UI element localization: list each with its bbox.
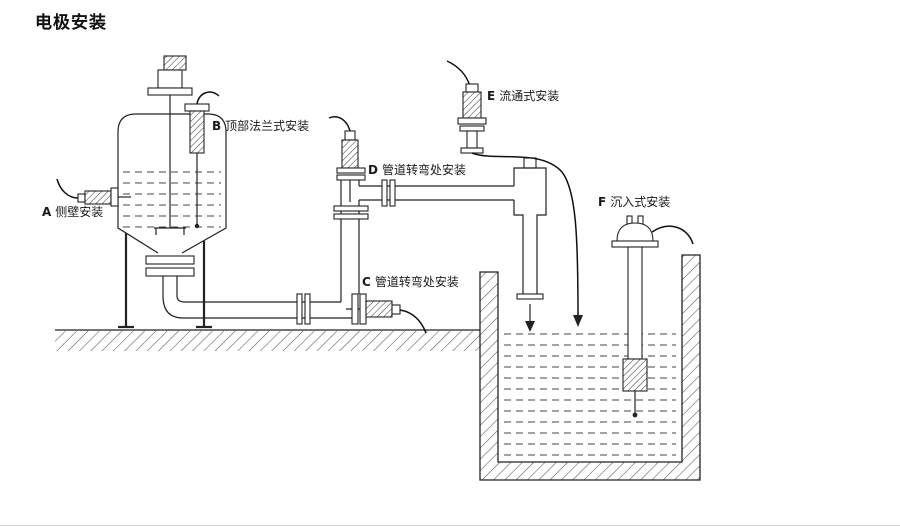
ground bbox=[55, 329, 480, 351]
flange bbox=[110, 187, 119, 207]
flange bbox=[459, 125, 485, 132]
arrowhead bbox=[573, 315, 583, 327]
electrode-c bbox=[346, 293, 427, 334]
flange bbox=[611, 240, 659, 248]
overhead-arm bbox=[359, 179, 514, 207]
pipe-flange bbox=[333, 205, 369, 212]
electrode-f bbox=[611, 215, 694, 418]
electrode-d bbox=[328, 116, 366, 202]
flange bbox=[457, 117, 487, 125]
flange bbox=[336, 167, 366, 174]
pipe-flange bbox=[304, 293, 311, 325]
cable bbox=[446, 60, 471, 87]
electrode-body bbox=[84, 190, 112, 205]
electrode-b bbox=[184, 91, 220, 229]
flow-arrow-outlet bbox=[525, 304, 535, 332]
page-title: 电极安装 bbox=[35, 13, 107, 33]
tank-right-wall bbox=[181, 132, 227, 254]
electrode-body bbox=[341, 139, 359, 169]
pit bbox=[479, 254, 701, 481]
ground-hatch bbox=[55, 331, 480, 351]
top-flange bbox=[147, 87, 193, 96]
electrode-body bbox=[622, 358, 648, 392]
pipe-flange bbox=[381, 179, 388, 207]
immersion-tube bbox=[627, 246, 643, 360]
pipe-flange bbox=[333, 213, 369, 220]
connector bbox=[391, 304, 401, 315]
flange bbox=[336, 174, 366, 181]
bottom-flange bbox=[145, 255, 195, 277]
flange bbox=[359, 293, 367, 325]
cable bbox=[328, 116, 351, 132]
flange bbox=[351, 293, 359, 325]
connector bbox=[465, 83, 479, 93]
probe-tip bbox=[632, 412, 638, 418]
flange bbox=[184, 103, 210, 112]
connector bbox=[77, 193, 86, 203]
pipe-flange bbox=[296, 293, 303, 325]
probe-tip bbox=[194, 223, 200, 229]
outlet-tee bbox=[513, 157, 547, 300]
cable bbox=[196, 91, 220, 105]
motor-block bbox=[163, 55, 187, 71]
cable bbox=[651, 225, 694, 245]
tank-left-wall bbox=[117, 132, 159, 254]
pipe-flange bbox=[389, 179, 396, 207]
riser-pipe bbox=[333, 180, 369, 302]
electrode-body bbox=[462, 91, 482, 119]
tank-assembly bbox=[117, 55, 352, 329]
tank-liquid bbox=[123, 171, 221, 228]
pit-walls bbox=[479, 254, 701, 481]
pipe-end-flange bbox=[516, 293, 544, 300]
tee-cap bbox=[523, 157, 537, 169]
pit-liquid bbox=[504, 333, 676, 456]
flow-cell-tube bbox=[466, 130, 478, 149]
electrode-body bbox=[189, 110, 205, 154]
cable bbox=[399, 309, 427, 334]
agitator-drive bbox=[147, 55, 193, 235]
electrode-e bbox=[446, 60, 487, 154]
electrode-a bbox=[56, 178, 131, 207]
cable bbox=[56, 178, 79, 199]
arrowhead bbox=[525, 321, 535, 332]
cap-dome bbox=[616, 222, 654, 242]
electrode-body bbox=[365, 300, 393, 318]
tank-legs bbox=[118, 233, 212, 329]
flange bbox=[460, 147, 484, 154]
connector bbox=[344, 130, 356, 141]
drain-pipe bbox=[162, 276, 352, 325]
drain-hose bbox=[471, 152, 583, 327]
